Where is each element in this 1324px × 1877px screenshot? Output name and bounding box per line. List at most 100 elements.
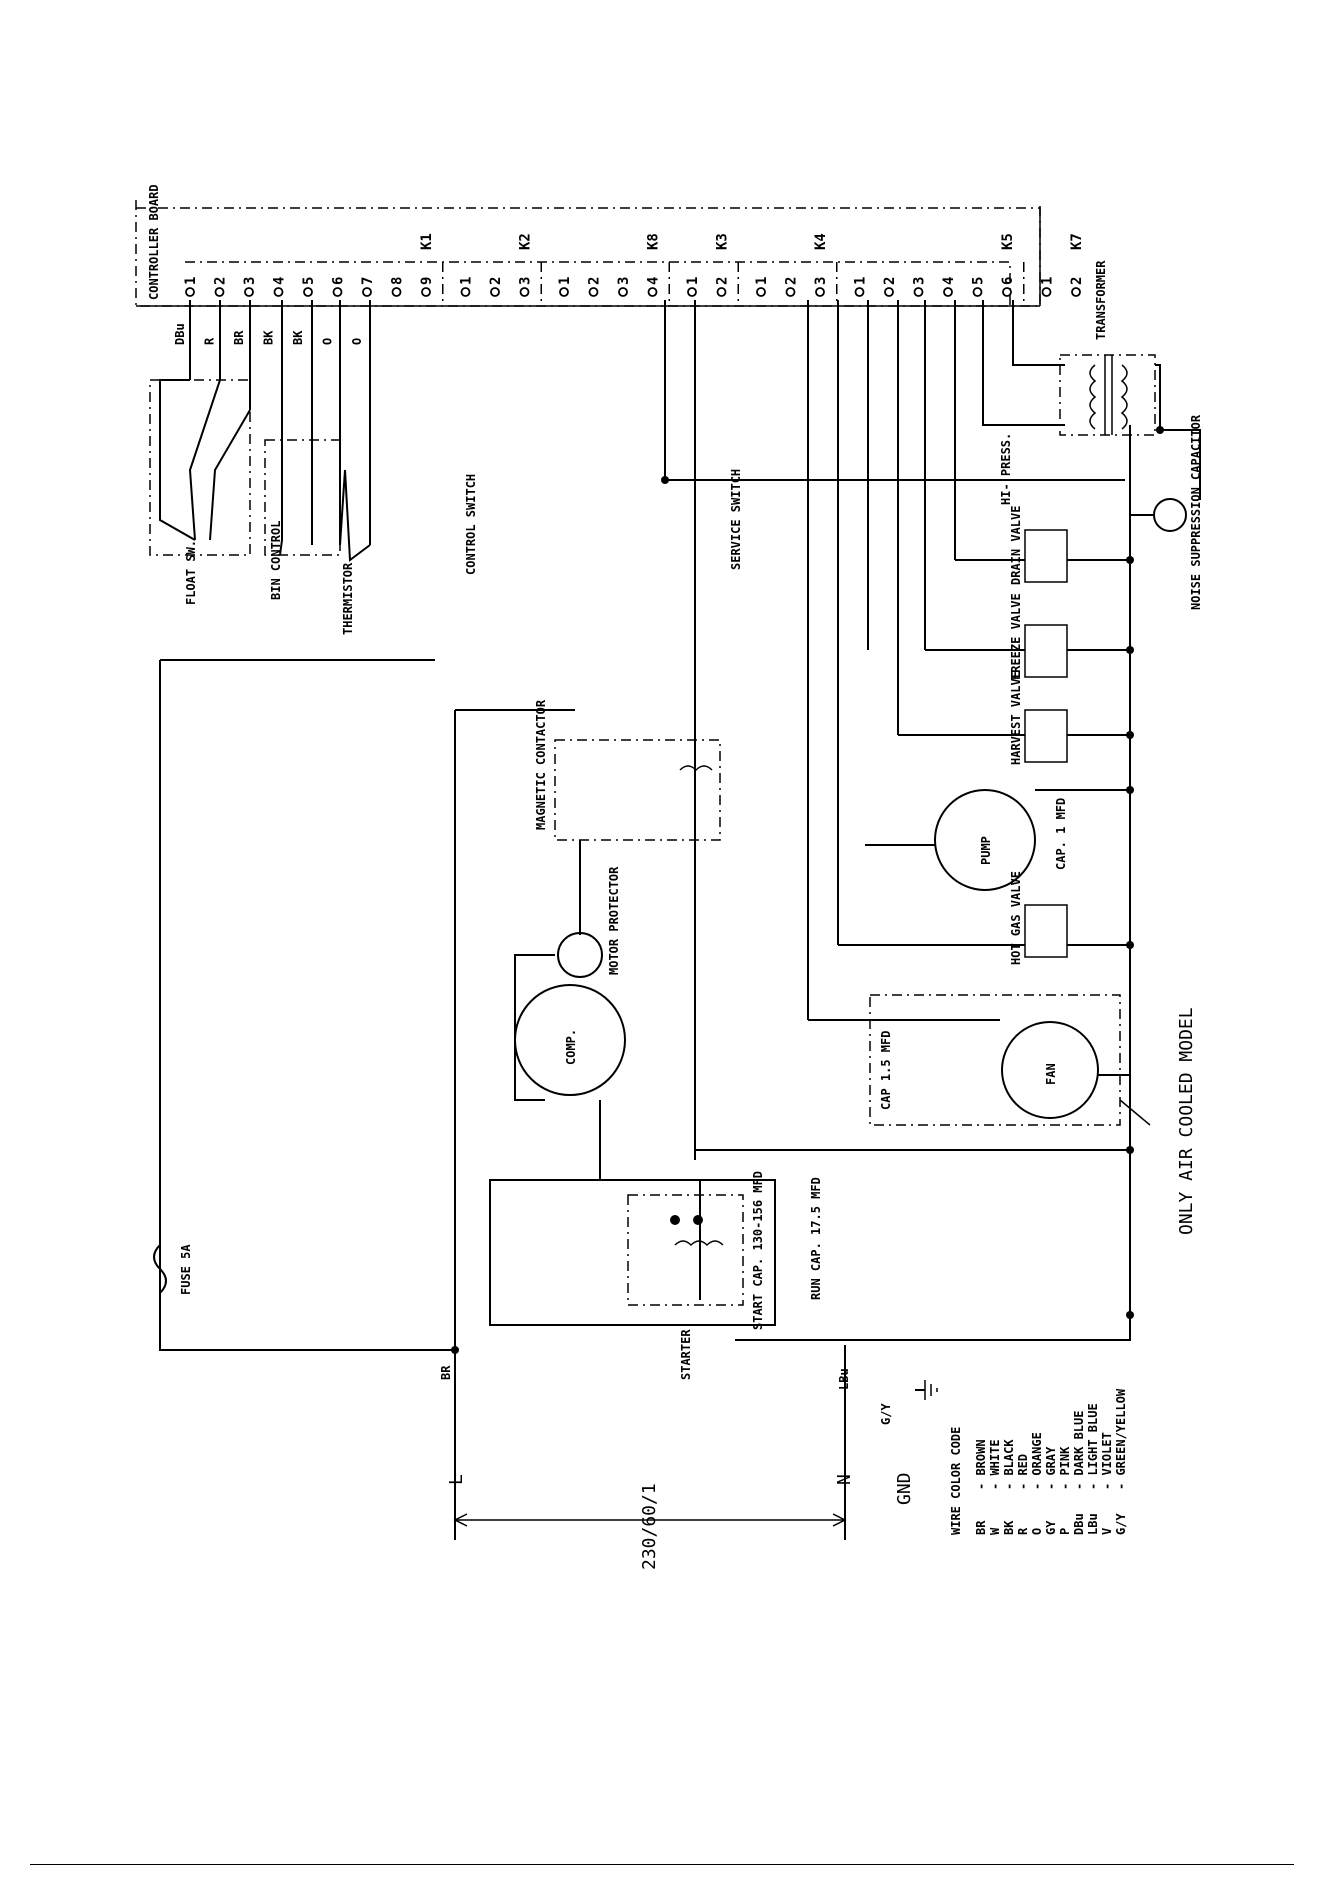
relay-terminal-number: 4 (272, 277, 288, 285)
relay-terminal-number: 1 (557, 277, 573, 285)
relay-terminal (756, 287, 766, 297)
freeze-valve-label: FREEZE VALVE (1009, 593, 1023, 680)
relay-name: K7 (1069, 233, 1085, 250)
relay-terminal (647, 287, 658, 297)
relay-name: K4 (813, 233, 829, 250)
fan-label: FAN (1044, 1063, 1058, 1085)
k1-wire-color-label: BR (232, 330, 246, 345)
compressor-label: COMP. (564, 1029, 578, 1065)
k1-wire-color-label: DBu (173, 323, 187, 345)
legend-color-name: - PINK (1058, 1446, 1072, 1490)
relay-terminal (273, 287, 284, 297)
legend-color-name: - GRAY (1044, 1446, 1058, 1490)
float-switch-label: FLOAT SW. (184, 540, 198, 605)
relay-terminal (391, 287, 402, 297)
pump-label: PUMP (979, 836, 993, 865)
relay-terminal (519, 287, 530, 297)
relay-terminal (421, 287, 431, 297)
relay-terminal-number: 2 (213, 277, 229, 285)
controller-board (135, 200, 1041, 307)
legend-color-name: - LIGHT BLUE (1086, 1403, 1100, 1490)
control-switch-label: CONTROL SWITCH (464, 474, 478, 575)
relay-terminal-number: 5 (971, 277, 987, 285)
air-cooled-note: ONLY AIR COOLED MODEL (1176, 1007, 1197, 1235)
ground-color-label: G/Y (879, 1403, 893, 1425)
relay-terminal (460, 287, 471, 297)
relay-terminal (972, 287, 983, 297)
relay-terminal-number: 1 (754, 277, 770, 285)
relay-terminal (884, 287, 894, 297)
legend-color-name: - ORANGE (1030, 1432, 1044, 1490)
relay-terminal-number: 2 (882, 277, 898, 285)
relay-terminal (716, 287, 727, 297)
k1-wire-color-label: BK (262, 330, 276, 345)
legend-code: BK (1002, 1520, 1016, 1535)
k1-wire-color-label: O (350, 338, 364, 345)
relay-terminal (362, 287, 372, 297)
fan-cap-label: CAP 1.5 MFD (879, 1031, 893, 1110)
legend-color-name: - GREEN/YELLOW (1114, 1388, 1128, 1490)
relay-terminal-number: 1 (853, 277, 869, 285)
legend-code: LBu (1086, 1513, 1100, 1535)
drain-valve-label: DRAIN VALVE (1009, 506, 1023, 585)
relay-name: K5 (1000, 233, 1016, 250)
relay-terminal-number: 9 (419, 277, 435, 285)
starter-label: STARTER (679, 1329, 693, 1380)
neutral-color-label: LBu (837, 1368, 851, 1390)
hi-press-label: HI- PRESS. (999, 433, 1013, 505)
legend-color-name: - BROWN (974, 1439, 988, 1490)
relay-terminal (332, 287, 343, 297)
thermistor-label: THERMISTOR (341, 562, 355, 635)
ground-label: GND (894, 1472, 915, 1505)
relay-terminal (1041, 287, 1052, 297)
relay-terminal-number: 1 (459, 277, 475, 285)
relay-terminal (687, 287, 697, 297)
relay-name: K1 (419, 233, 435, 250)
relay-terminal-number: 1 (1040, 277, 1056, 285)
relay-terminal-number: 7 (360, 277, 376, 285)
legend-code: P (1058, 1528, 1072, 1535)
relay-terminal (588, 287, 599, 297)
legend-color-name: - VIOLET (1100, 1432, 1114, 1490)
relay-name: K8 (646, 233, 662, 250)
relay-terminal (913, 287, 924, 297)
legend-code: W (988, 1527, 1002, 1535)
relay-terminal-number: 2 (1069, 277, 1085, 285)
relay-terminal-number: 4 (941, 277, 957, 285)
supply-labels: L N GND 230/60/1 BR LBu G/Y (439, 1365, 915, 1570)
relay-terminal (490, 287, 500, 297)
legend-code: R (1016, 1527, 1030, 1535)
relay-terminal-number: 6 (331, 277, 347, 285)
relay-terminal-number: 1 (685, 277, 701, 285)
relay-name: K3 (715, 233, 731, 250)
transformer-label: TRANSFORMER (1094, 260, 1108, 340)
relay-terminal (618, 287, 628, 297)
relay-name: K2 (518, 233, 534, 250)
pump-cap-label: CAP. 1 MFD (1054, 798, 1068, 870)
footer-rule (30, 1864, 1294, 1865)
line-color-label: BR (439, 1365, 453, 1380)
component-labels: FLOAT SW. BIN CONTROL THERMISTOR CONTROL… (179, 260, 1203, 1380)
legend-code: BR (974, 1520, 988, 1535)
relay-terminal-number: 3 (518, 277, 534, 285)
legend-code: V (1100, 1528, 1114, 1535)
relay-terminal (785, 287, 796, 297)
relay-terminal (943, 287, 953, 297)
k1-wire-color-label: O (321, 338, 335, 345)
relay-terminal-number: 2 (488, 277, 504, 285)
service-switch-label: SERVICE SWITCH (729, 469, 743, 570)
relay-terminal (559, 287, 569, 297)
relay-terminal (854, 287, 865, 297)
line-label: L (446, 1474, 467, 1485)
legend-code: O (1030, 1528, 1044, 1535)
relay-terminal-number: 3 (616, 277, 632, 285)
legend-color-name: - DARK BLUE (1072, 1411, 1086, 1490)
bin-control-label: BIN CONTROL (269, 521, 283, 600)
hot-gas-valve-label: HOT GAS VALVE (1009, 871, 1023, 965)
run-cap-label: RUN CAP. 17.5 MFD (809, 1177, 823, 1300)
relay-terminal (1002, 287, 1012, 297)
relay-terminal (303, 287, 313, 297)
legend-code: GY (1044, 1520, 1058, 1535)
